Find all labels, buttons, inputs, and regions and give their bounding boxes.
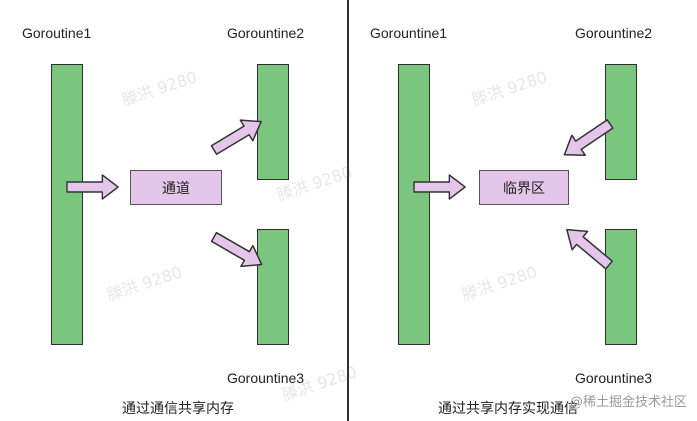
brand-watermark: @稀土掘金技术社区 bbox=[569, 395, 687, 410]
right-caption: 通过共享内存实现通信 bbox=[438, 401, 578, 417]
right-goroutine2-label: Gorountine2 bbox=[575, 25, 653, 41]
right-goroutine2-bar bbox=[605, 64, 637, 180]
right-critical-section-box: 临界区 bbox=[479, 170, 569, 205]
right-goroutine1-label: Gorountine1 bbox=[370, 25, 448, 41]
right-goroutine1-bar bbox=[398, 64, 430, 345]
arrow-g1-to-critical bbox=[413, 174, 466, 200]
right-goroutine3-bar bbox=[605, 229, 637, 345]
right-goroutine3-label: Gorountine3 bbox=[575, 370, 653, 386]
left-goroutine3-bar bbox=[257, 229, 289, 345]
panel-divider bbox=[347, 0, 349, 421]
left-goroutine3-label: Gorountine3 bbox=[227, 370, 305, 386]
arrow-g1-to-channel bbox=[66, 174, 119, 200]
arrow-channel-to-g2 bbox=[207, 110, 269, 162]
left-channel-box: 通道 bbox=[130, 170, 222, 205]
arrow-g3-to-critical bbox=[558, 219, 618, 275]
arrow-g2-to-critical bbox=[556, 113, 618, 166]
left-caption: 通过通信共享内存 bbox=[122, 401, 234, 417]
left-goroutine1-label: Goroutine1 bbox=[22, 25, 92, 41]
arrow-channel-to-g3 bbox=[207, 225, 269, 276]
left-goroutine2-label: Gorountine2 bbox=[227, 25, 305, 41]
left-goroutine1-bar bbox=[51, 64, 83, 345]
